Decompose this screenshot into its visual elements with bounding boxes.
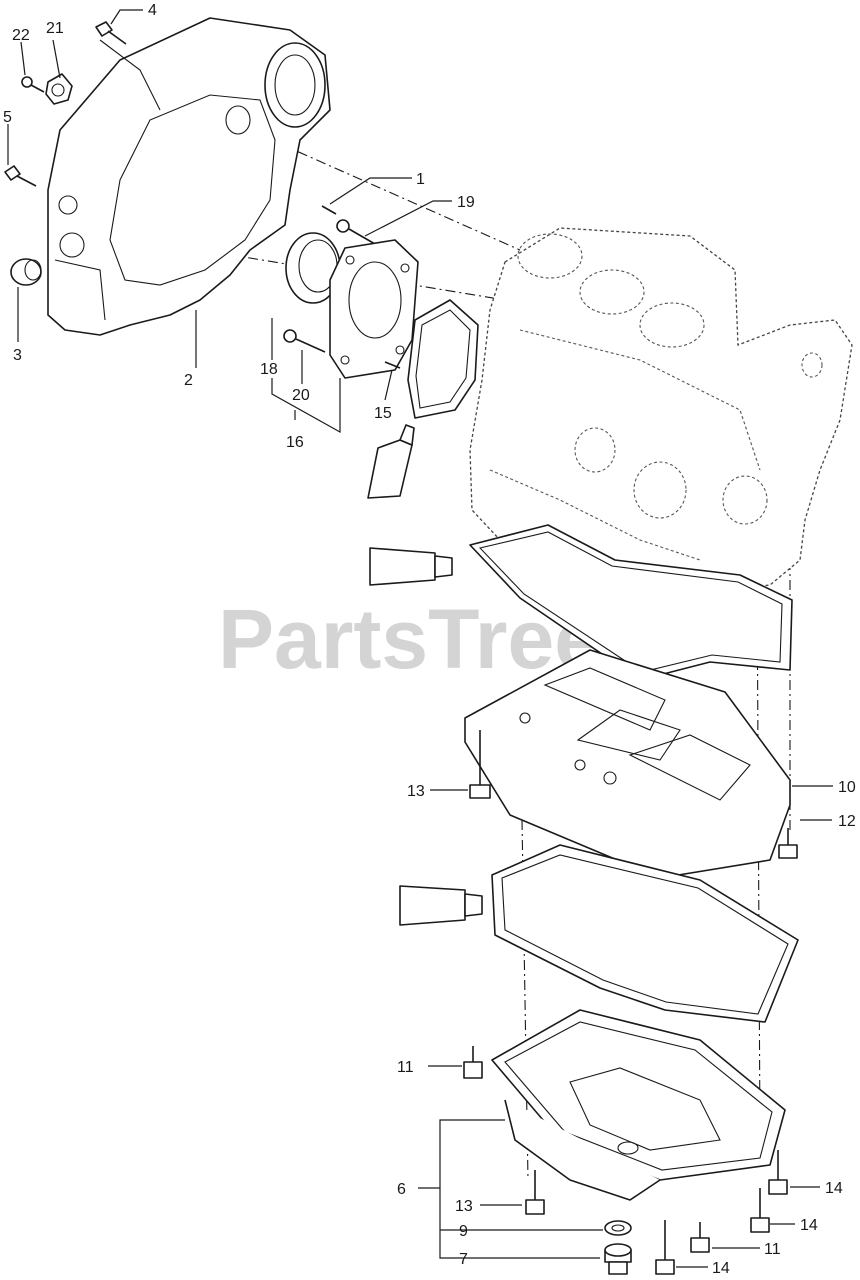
- upper-pan-part-10: [464, 649, 791, 879]
- callout-14-a: 14: [825, 1180, 843, 1197]
- callout-15: 15: [374, 405, 392, 422]
- callout-9: 9: [459, 1223, 468, 1240]
- flywheel-housing: [47, 17, 331, 336]
- washer-part-9: [604, 1220, 632, 1236]
- callout-21: 21: [46, 20, 64, 37]
- engine-block: [469, 227, 853, 593]
- callout-13-lower: 13: [455, 1198, 473, 1215]
- callout-13-upper: 13: [407, 783, 425, 800]
- callout-22: 22: [12, 27, 30, 44]
- sealant-tube-1: [367, 424, 415, 499]
- bolt-part-4: [95, 21, 127, 45]
- bolt-part-19: [336, 219, 376, 245]
- lower-gasket: [491, 844, 799, 1023]
- sealant-tube-2: [369, 547, 453, 586]
- bolt-part-14-c: [655, 1220, 675, 1275]
- oil-pan-part-6: [491, 1009, 786, 1201]
- callout-18: 18: [260, 361, 278, 378]
- callout-5: 5: [3, 109, 12, 126]
- callouts: 4 21 22 5 3 2 1 19 18 20 15 16 13 10 12 …: [3, 2, 856, 1277]
- bolt-part-14-a: [768, 1150, 788, 1195]
- sealant-tube-3: [399, 885, 483, 926]
- callout-11-right: 11: [764, 1241, 781, 1258]
- leader-lines: [7, 9, 833, 1268]
- bolt-part-14-b: [750, 1188, 770, 1233]
- rear-gasket: [407, 299, 479, 419]
- drain-plug-part-7: [604, 1243, 632, 1275]
- callout-1: 1: [416, 171, 425, 188]
- callout-2: 2: [184, 372, 193, 389]
- callout-7: 7: [459, 1251, 468, 1268]
- callout-4: 4: [148, 2, 157, 19]
- bolt-part-11-left: [463, 1046, 483, 1079]
- bolt-part-20: [283, 329, 326, 353]
- callout-20: 20: [292, 387, 310, 404]
- callout-14-c: 14: [712, 1260, 730, 1277]
- callout-14-b: 14: [800, 1217, 818, 1234]
- callout-10: 10: [838, 779, 856, 796]
- cap-part-3: [10, 258, 42, 286]
- bolt-part-12: [778, 828, 798, 859]
- callout-19: 19: [457, 194, 475, 211]
- callout-6: 6: [397, 1181, 406, 1198]
- bolt-part-13-lower: [525, 1170, 545, 1215]
- bolt-part-22: [21, 76, 45, 93]
- callout-12: 12: [838, 813, 856, 830]
- sensor-part-21: [45, 73, 73, 105]
- callout-16: 16: [286, 434, 304, 451]
- pin-part-1: [321, 205, 337, 215]
- pin-part-15: [384, 361, 401, 369]
- bolt-part-5: [4, 165, 37, 187]
- callout-3: 3: [13, 347, 22, 364]
- upper-gasket: [469, 524, 793, 681]
- bolt-part-13-upper: [469, 730, 491, 799]
- seal-housing-plate: [329, 239, 419, 379]
- callout-11-left: 11: [397, 1059, 414, 1076]
- bolt-part-11-right: [690, 1222, 710, 1253]
